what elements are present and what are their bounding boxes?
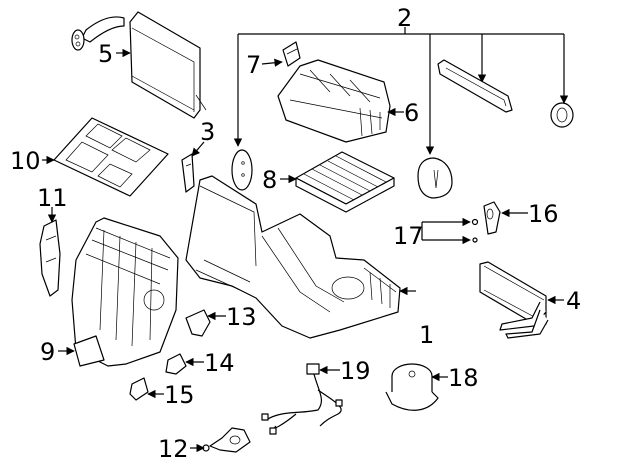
part-18-blower-motor xyxy=(385,363,439,411)
callout-3: 3 xyxy=(200,118,215,146)
part-16-resistor xyxy=(483,201,501,235)
callout-6: 6 xyxy=(404,99,419,127)
callout-11: 11 xyxy=(37,184,68,212)
part-15-actuator xyxy=(129,377,149,401)
part-4-heater-core xyxy=(479,261,549,339)
part-5-evaporator xyxy=(71,11,207,119)
callout-8: 8 xyxy=(262,166,277,194)
callout-2: 2 xyxy=(397,4,412,32)
callout-2-leaders xyxy=(233,27,569,155)
callout-7: 7 xyxy=(246,51,261,79)
part-2-seal-oval xyxy=(231,149,253,191)
callout-13: 13 xyxy=(226,303,257,331)
callout-9: 9 xyxy=(40,338,55,366)
part-2-seal-round xyxy=(417,157,453,199)
part-8-cabin-filter xyxy=(295,151,395,213)
callout-1: 1 xyxy=(419,321,434,349)
part-14-actuator xyxy=(165,353,187,375)
part-7-actuator xyxy=(282,41,301,67)
callout-12: 12 xyxy=(158,435,189,463)
leader-arrows xyxy=(42,48,564,453)
part-3-bracket xyxy=(181,153,195,193)
part-19-wiring-harness xyxy=(261,363,343,435)
part-6-upper-case xyxy=(277,59,391,143)
part-10-filter-door xyxy=(53,117,169,197)
callout-10: 10 xyxy=(10,147,41,175)
callout-5: 5 xyxy=(98,40,113,68)
part-1-lower-case xyxy=(185,175,401,339)
callout-14: 14 xyxy=(204,349,235,377)
callout-19: 19 xyxy=(340,357,371,385)
part-2-seal-strip xyxy=(437,59,513,113)
part-12-sensor xyxy=(202,427,251,453)
part-17-screws xyxy=(421,217,479,245)
callout-17: 17 xyxy=(393,222,424,250)
callout-4: 4 xyxy=(566,287,581,315)
callout-15: 15 xyxy=(164,381,195,409)
part-11-side-bracket xyxy=(39,219,61,297)
callout-16: 16 xyxy=(528,200,559,228)
part-13-actuator xyxy=(185,309,211,337)
callout-18: 18 xyxy=(448,364,479,392)
part-2-grommet xyxy=(550,102,574,128)
part-9-hvac-case xyxy=(71,217,179,367)
